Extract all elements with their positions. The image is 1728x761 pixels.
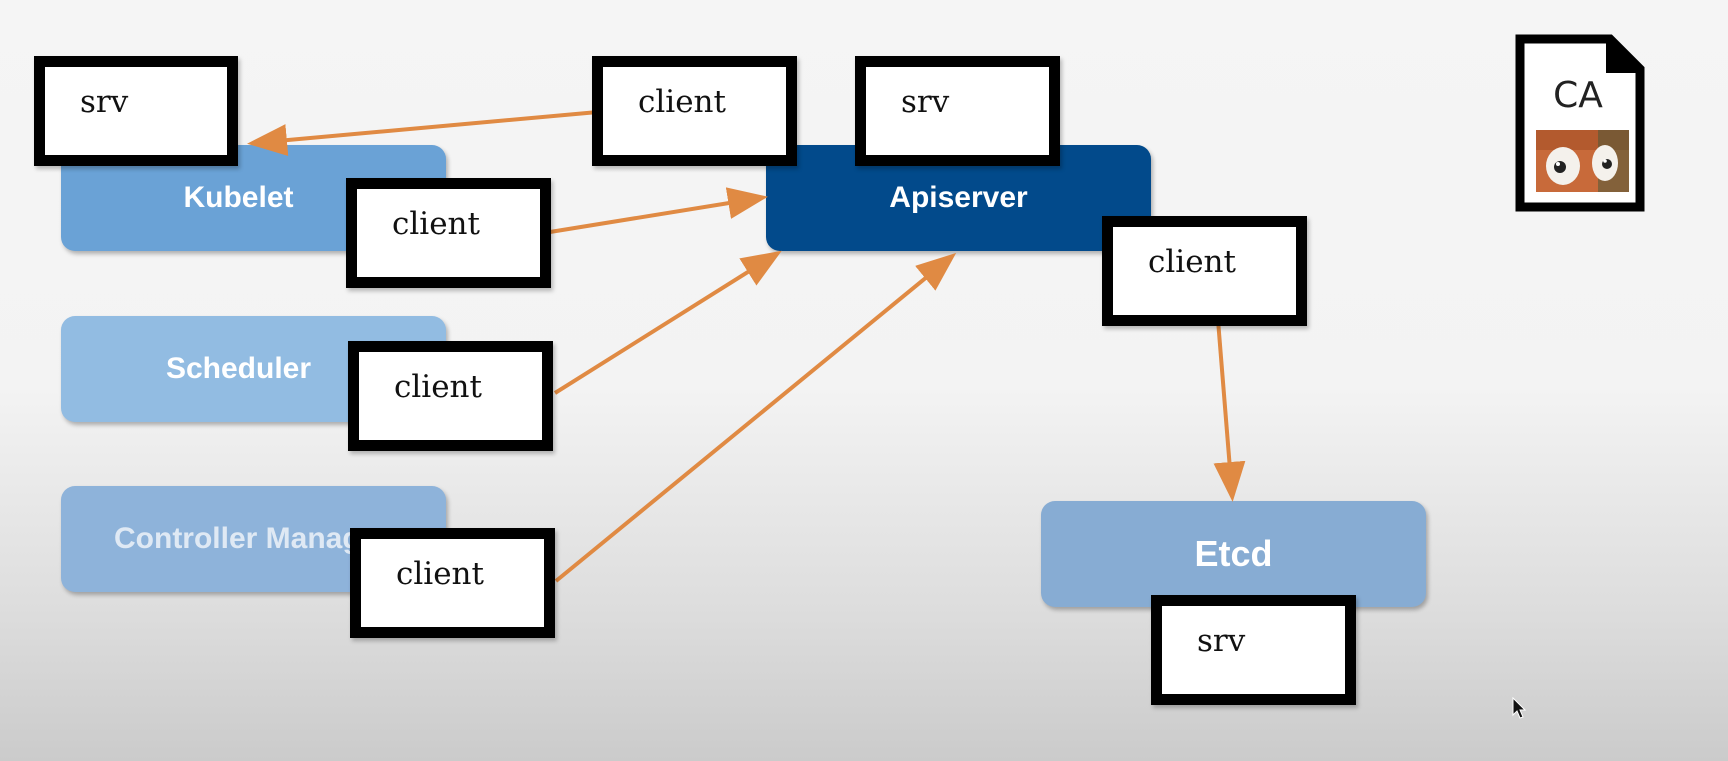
cert-label: srv (1197, 623, 1246, 659)
mouse-cursor-icon (1512, 697, 1527, 719)
arrow-controller-client-to-apiserver (554, 252, 957, 583)
controller-client-cert: client (350, 528, 555, 638)
folded-corner-icon (1102, 216, 1124, 238)
cert-label: srv (80, 84, 129, 120)
apiserver-client-cert: client (1102, 216, 1307, 326)
folded-corner-icon (34, 56, 56, 78)
folded-corner-icon (346, 178, 368, 200)
folded-corner-icon (592, 56, 614, 78)
scheduler-label: Scheduler (165, 352, 312, 385)
arrow-apiserver-client-to-etcd (1213, 319, 1246, 502)
arrow-kubelet-client-to-apiserver (549, 187, 768, 234)
cert-label: client (638, 84, 726, 120)
etcd-box: Etcd (1041, 501, 1426, 607)
folded-corner-icon (855, 56, 877, 78)
cert-label: client (396, 556, 484, 592)
arrow-scheduler-client-to-apiserver (553, 250, 782, 395)
etcd-label: Etcd (1194, 533, 1273, 574)
apiserver-box: Apiserver (766, 145, 1151, 251)
top-client-cert: client (592, 56, 797, 166)
cert-label: srv (901, 84, 950, 120)
folded-corner-icon (1151, 595, 1173, 617)
arrow-client-to-kubelet-srv (247, 108, 621, 157)
kubelet-srv-cert: srv (34, 56, 238, 166)
folded-corner-icon (348, 341, 370, 363)
kubelet-label: Kubelet (183, 181, 294, 214)
apiserver-label: Apiserver (889, 181, 1028, 214)
etcd-srv-cert: srv (1151, 595, 1356, 705)
scheduler-client-cert: client (348, 341, 553, 451)
cert-label: client (1148, 244, 1236, 280)
controller-manager-label: Controller Manage (114, 522, 378, 555)
cert-label: client (394, 369, 482, 405)
folded-corner-icon (350, 528, 372, 550)
cartoon-eyes-icon (1536, 130, 1629, 192)
ca-label: CA (1553, 75, 1603, 116)
kubelet-client-cert: client (346, 178, 551, 288)
cert-label: client (392, 206, 480, 242)
apiserver-srv-cert: srv (855, 56, 1060, 166)
